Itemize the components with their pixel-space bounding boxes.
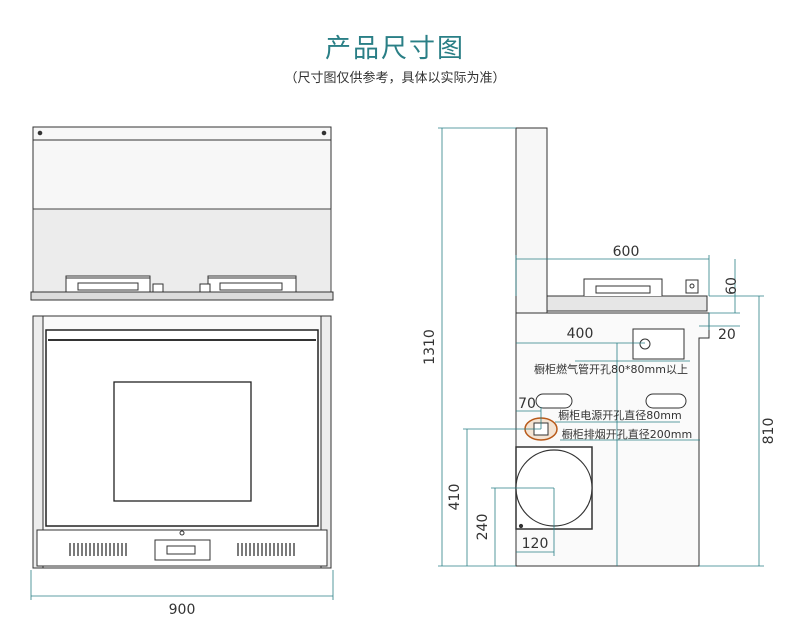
side-view: [515, 127, 710, 567]
screw-right: [321, 130, 327, 136]
front-view: [30, 126, 334, 600]
back-column: [515, 127, 548, 314]
front-width-label: 900: [169, 602, 196, 618]
side-knob: [685, 279, 699, 294]
power-note: 橱柜电源开孔直径80mm: [558, 408, 681, 422]
hob-plate: [30, 291, 334, 301]
gas-hole-box: [632, 328, 685, 360]
burner-left: [65, 275, 151, 293]
exhaust-small-screw: [518, 523, 524, 529]
exhaust-height-label: 240: [475, 514, 491, 541]
exhaust-x-label: 120: [522, 536, 549, 552]
side-height-label: 1310: [422, 329, 438, 365]
control-display-inner: [166, 545, 196, 555]
cabinet-side-left: [32, 315, 44, 569]
vent-right: [237, 543, 295, 556]
page-subtitle: （尺寸图仅供参考，具体以实际为准）: [284, 71, 506, 86]
screw-left: [37, 130, 43, 136]
power-x-label: 70: [518, 396, 536, 412]
gas-hole-x-label: 400: [567, 326, 594, 342]
backsplash-panel: [32, 126, 332, 210]
gas-hole: [639, 338, 651, 350]
oval-hole-right: [645, 393, 687, 409]
page-title: 产品尺寸图: [324, 34, 465, 64]
gas-hole-note: 橱柜燃气管开孔80*80mm以上: [534, 362, 688, 376]
power-height-label: 410: [447, 484, 463, 511]
cabinet-side-right: [320, 315, 332, 569]
burner-right: [207, 275, 297, 293]
indicator-light: [179, 530, 185, 536]
side-knob-dot: [689, 283, 695, 289]
cabinet-height-label: 810: [761, 418, 777, 445]
front-width-dimension: [30, 570, 334, 600]
vent-left: [69, 543, 127, 556]
side-dimensions: [438, 127, 764, 567]
exhaust-note: 橱柜排烟开孔直径200mm: [562, 427, 692, 441]
side-depth-label: 600: [613, 244, 640, 260]
oval-hole-left: [535, 393, 573, 409]
back-offset-label: 20: [718, 327, 736, 343]
side-burner: [583, 278, 663, 296]
side-hob-top: [546, 295, 708, 312]
oven-window: [113, 381, 252, 502]
top-step-label: 60: [724, 277, 740, 295]
